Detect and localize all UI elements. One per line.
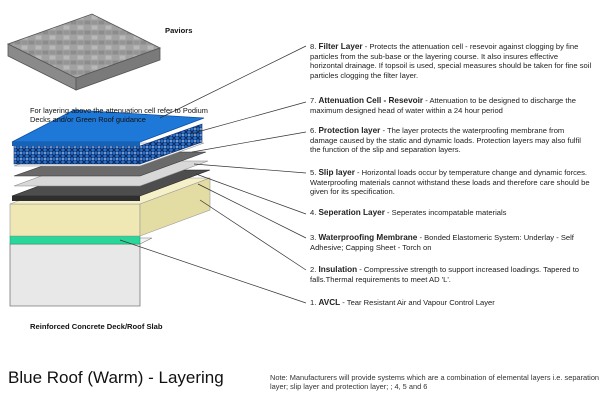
layer-label-1: 1. AVCL - Tear Resistant Air and Vapour … — [310, 298, 495, 307]
layering-note: For layering above the attenuation cell … — [30, 106, 208, 124]
footer-note: Note: Manufacturers will provide systems… — [270, 373, 600, 392]
layer-label-6: 6. Protection layer - The layer protects… — [310, 126, 581, 155]
layer-label-8: 8. Filter Layer - Protects the attenuati… — [310, 42, 592, 80]
paviors-block — [6, 13, 162, 91]
paviors-label: Paviors — [165, 26, 193, 35]
layer-label-5: 5. Slip layer - Horizontal loads occur b… — [310, 168, 590, 197]
deck-label: Reinforced Concrete Deck/Roof Slab — [30, 322, 163, 331]
page-title: Blue Roof (Warm) - Layering — [8, 368, 224, 387]
layer-label-3: 3. Waterproofing Membrane - Bonded Elast… — [310, 233, 574, 252]
layer-stack — [9, 109, 211, 307]
leader-lines — [119, 45, 307, 304]
layer-label-7: 7. Attenuation Cell - Resevoir - Attenua… — [310, 96, 576, 115]
layer-label-2: 2. Insulation - Compressive strength to … — [310, 265, 580, 284]
layer-label-4: 4. Seperation Layer - Seperates incompat… — [310, 208, 507, 217]
